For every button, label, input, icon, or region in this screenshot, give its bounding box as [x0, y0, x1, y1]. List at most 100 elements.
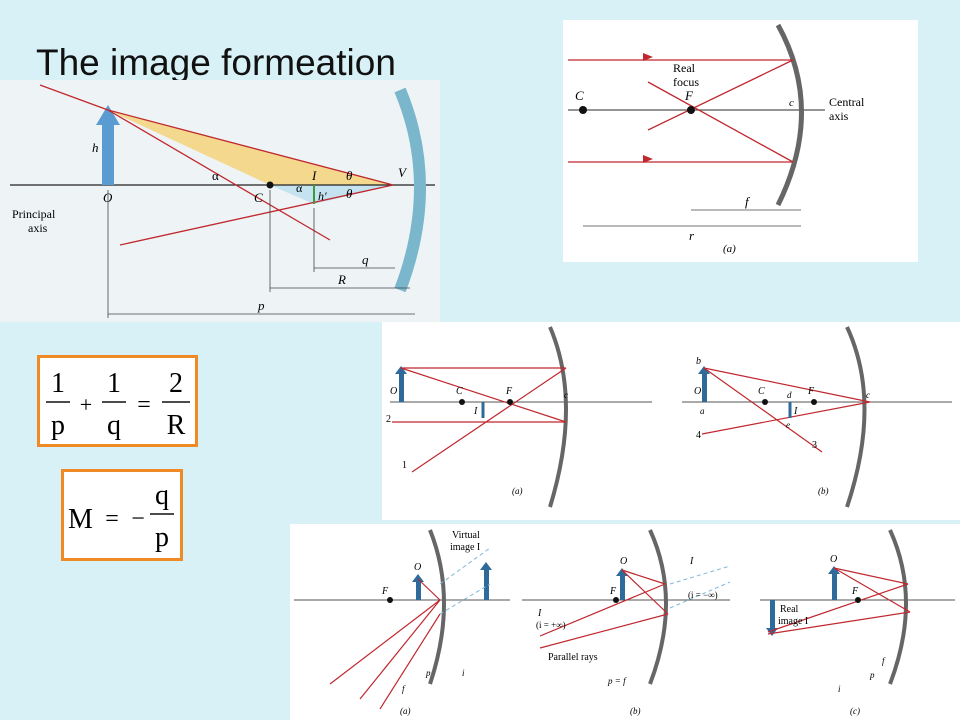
label-image-i-real: image I: [778, 616, 808, 627]
label-parallel-rays: Parallel rays: [548, 652, 598, 663]
symbol-m: M: [68, 504, 93, 535]
label-c-a: C: [456, 386, 463, 397]
object-arrowhead: [96, 105, 120, 125]
label-axis: axis: [28, 221, 48, 235]
label-real: Real: [780, 604, 799, 615]
denominator-p: p: [155, 522, 169, 553]
label-v: V: [398, 165, 408, 180]
ray: [119, 184, 394, 246]
object-arrow-b: [702, 372, 707, 402]
label-i-b-left: I: [537, 608, 542, 619]
label-f-c: F: [851, 586, 859, 597]
page-title: The image formeation: [36, 42, 396, 83]
mirror-case-a: [428, 529, 446, 685]
label-c: C: [575, 88, 584, 103]
label-d: d: [787, 390, 792, 400]
numerator-q: q: [155, 480, 169, 511]
label-f: F: [684, 88, 694, 103]
label-o-a: O: [414, 562, 421, 573]
equals-sign: =: [105, 506, 119, 532]
ray-tracing-diagrams: O C F I c 1 2 (a) b O a C d F I e c 3 4 …: [382, 322, 960, 520]
concave-mirror: [775, 23, 804, 207]
numerator-2: 2: [169, 368, 183, 399]
label-p-eq-f: p = f: [607, 676, 627, 686]
label-o-a: O: [390, 386, 397, 397]
label-theta-2: θ: [346, 186, 353, 201]
label-alpha: α: [212, 168, 219, 183]
caption-c: (c): [850, 706, 860, 716]
label-dim-r: r: [689, 228, 695, 243]
mirror-ray-diagram: h O C I V α α θ θ h′ Principal axis q R …: [0, 80, 440, 322]
label-i-a: I: [473, 406, 478, 417]
label-f-dim-a: f: [402, 684, 406, 694]
label-i-pos-inf: (i = +∞): [536, 620, 566, 630]
reflection-cone: [270, 185, 393, 204]
label-b: b: [696, 356, 701, 367]
real-image-arrow: [770, 600, 775, 630]
label-hprime: h′: [318, 189, 327, 203]
concave-mirror-a: [548, 326, 568, 508]
mirror-equation-box: 1 p + 1 q = 2 R: [37, 355, 198, 447]
label-p-a: p: [425, 668, 431, 678]
plus-sign: +: [80, 392, 92, 417]
label-4: 4: [696, 430, 701, 441]
label-i-c: i: [838, 684, 841, 694]
label-o-b: O: [694, 386, 701, 397]
label-2: 2: [386, 414, 391, 425]
label-axis: axis: [829, 109, 849, 123]
ray: [39, 84, 109, 111]
label-p-c: p: [869, 670, 875, 680]
label-i-b: I: [793, 406, 798, 417]
denominator-q: q: [107, 410, 121, 441]
label-p: p: [257, 298, 265, 313]
numerator-1-b: 1: [107, 368, 121, 399]
label-principal: Principal: [12, 207, 56, 221]
center-point: [266, 181, 274, 189]
concave-mirror: [394, 87, 426, 293]
caption-a: (a): [512, 486, 523, 496]
label-a: a: [700, 406, 705, 416]
object-arrow-a: [399, 372, 404, 402]
object-arrow: [102, 125, 114, 185]
label-c: C: [254, 190, 263, 205]
label-c-b: C: [758, 386, 765, 397]
numerator-1: 1: [51, 368, 65, 399]
focal-point: [687, 106, 695, 114]
focus-diagram: C F c Real focus Central axis f r (a): [563, 20, 918, 262]
label-dim-f: f: [745, 194, 751, 209]
label-theta: θ: [346, 168, 353, 183]
label-small-c: c: [789, 97, 794, 109]
label-central: Central: [829, 95, 865, 109]
label-o-b: O: [620, 556, 627, 567]
label-f-a: F: [505, 386, 513, 397]
minus-sign: −: [131, 506, 145, 532]
label-alpha-2: α: [296, 181, 303, 195]
mirror-case-c: [888, 529, 908, 685]
label-i: I: [311, 168, 317, 183]
label-1: 1: [402, 460, 407, 471]
concave-mirror-b: [845, 326, 867, 508]
caption-a: (a): [723, 243, 736, 255]
label-f-dim-c: f: [882, 656, 886, 666]
label-i-a: i: [462, 668, 465, 678]
label-virtual: Virtual: [452, 530, 480, 541]
image-cases-diagrams: Virtual image I F O p i f (a) F O I (i =…: [290, 524, 960, 720]
denominator-r: R: [167, 410, 186, 441]
magnification-box: M = − q p: [61, 469, 183, 561]
center-point: [579, 106, 587, 114]
label-h: h: [92, 140, 99, 155]
label-e: e: [786, 420, 790, 430]
label-f-a: F: [381, 586, 389, 597]
caption-a: (a): [400, 706, 411, 716]
denominator-p: p: [51, 410, 65, 441]
label-r: R: [337, 272, 346, 287]
label-image-i-virtual: image I: [450, 542, 480, 553]
caption-b: (b): [818, 486, 829, 496]
label-i-neg-inf: (i = −∞): [688, 590, 718, 600]
caption-b: (b): [630, 706, 641, 716]
label-smallc-b: c: [866, 390, 870, 400]
label-focus: focus: [673, 75, 699, 89]
label-f-b: F: [609, 586, 617, 597]
ray: [107, 109, 331, 241]
label-3: 3: [812, 440, 817, 451]
